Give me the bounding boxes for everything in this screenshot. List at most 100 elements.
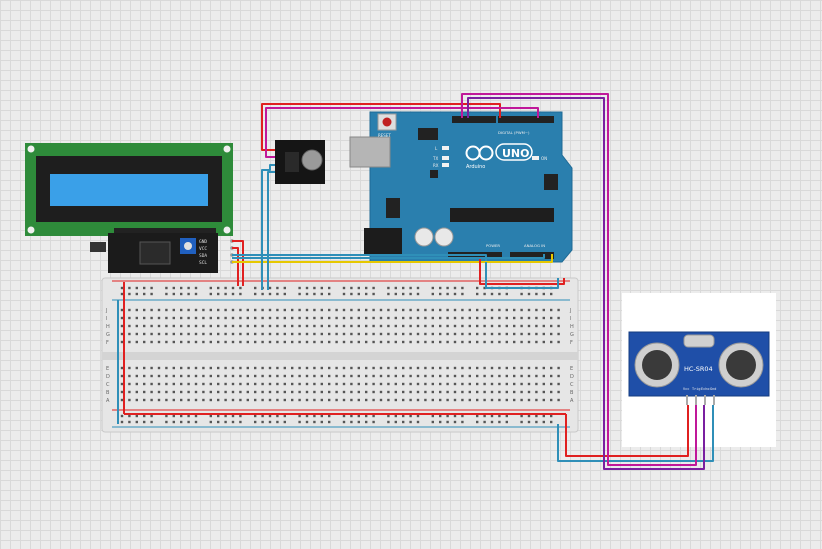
breadboard-hole[interactable] <box>217 316 220 320</box>
breadboard-hole[interactable] <box>120 382 124 386</box>
breadboard-hole[interactable] <box>468 390 471 394</box>
breadboard-hole[interactable] <box>165 308 168 312</box>
breadboard-hole[interactable] <box>431 286 434 290</box>
breadboard-hole[interactable] <box>409 324 412 328</box>
breadboard-hole[interactable] <box>231 382 235 386</box>
breadboard-hole[interactable] <box>431 420 434 424</box>
breadboard-hole[interactable] <box>276 366 279 370</box>
breadboard-hole[interactable] <box>424 316 427 320</box>
breadboard-hole[interactable] <box>513 398 516 402</box>
breadboard-hole[interactable] <box>550 414 553 418</box>
ultrasonic-sensor[interactable]: HC-SR04 Vcc Trig Echo Gnd <box>622 293 776 447</box>
breadboard-hole[interactable] <box>246 316 249 320</box>
breadboard-hole[interactable] <box>276 340 279 344</box>
breadboard-hole[interactable] <box>453 292 457 296</box>
breadboard-hole[interactable] <box>446 308 449 312</box>
breadboard-hole[interactable] <box>550 324 553 328</box>
breadboard-hole[interactable] <box>402 340 405 344</box>
breadboard-hole[interactable] <box>535 292 538 296</box>
breadboard-hole[interactable] <box>350 324 353 328</box>
breadboard-hole[interactable] <box>328 366 331 370</box>
breadboard-hole[interactable] <box>239 340 242 344</box>
breadboard-hole[interactable] <box>550 390 553 394</box>
breadboard-hole[interactable] <box>320 382 323 386</box>
breadboard-hole[interactable] <box>246 398 249 402</box>
breadboard-hole[interactable] <box>202 374 205 378</box>
breadboard-hole[interactable] <box>328 398 331 402</box>
breadboard-hole[interactable] <box>439 390 442 394</box>
breadboard-hole[interactable] <box>217 332 220 336</box>
breadboard-hole[interactable] <box>498 308 501 312</box>
wire-ultrasonic-vcc[interactable] <box>565 405 689 457</box>
breadboard-hole[interactable] <box>231 316 235 320</box>
breadboard-hole[interactable] <box>165 286 168 290</box>
breadboard-hole[interactable] <box>535 398 538 402</box>
breadboard-hole[interactable] <box>239 292 242 296</box>
breadboard-hole[interactable] <box>291 308 294 312</box>
breadboard-hole[interactable] <box>513 374 516 378</box>
breadboard-hole[interactable] <box>268 398 272 402</box>
breadboard-hole[interactable] <box>150 366 153 370</box>
breadboard-hole[interactable] <box>402 308 405 312</box>
breadboard-hole[interactable] <box>246 366 249 370</box>
breadboard-hole[interactable] <box>261 420 264 424</box>
breadboard-hole[interactable] <box>431 292 434 296</box>
breadboard-hole[interactable] <box>439 332 442 336</box>
breadboard-hole[interactable] <box>209 316 212 320</box>
breadboard-hole[interactable] <box>498 316 501 320</box>
breadboard-hole[interactable] <box>357 332 360 336</box>
breadboard-hole[interactable] <box>128 366 131 370</box>
breadboard-hole[interactable] <box>128 292 131 296</box>
breadboard-hole[interactable] <box>217 308 220 312</box>
breadboard-hole[interactable] <box>157 366 161 370</box>
breadboard-hole[interactable] <box>476 332 479 336</box>
breadboard-hole[interactable] <box>446 382 449 386</box>
breadboard-hole[interactable] <box>209 366 212 370</box>
breadboard-hole[interactable] <box>535 308 538 312</box>
breadboard-hole[interactable] <box>490 308 494 312</box>
breadboard-hole[interactable] <box>335 308 338 312</box>
breadboard-hole[interactable] <box>498 398 501 402</box>
breadboard-hole[interactable] <box>254 286 257 290</box>
breadboard-hole[interactable] <box>313 374 316 378</box>
breadboard-hole[interactable] <box>217 324 220 328</box>
breadboard-hole[interactable] <box>261 374 264 378</box>
breadboard-hole[interactable] <box>468 366 471 370</box>
breadboard-hole[interactable] <box>135 414 138 418</box>
breadboard-hole[interactable] <box>128 340 131 344</box>
breadboard-hole[interactable] <box>357 286 360 290</box>
breadboard-hole[interactable] <box>461 324 464 328</box>
breadboard-hole[interactable] <box>298 292 301 296</box>
wire-ultrasonic-echo[interactable] <box>467 97 705 470</box>
breadboard-hole[interactable] <box>468 382 471 386</box>
breadboard-hole[interactable] <box>557 324 560 328</box>
breadboard-hole[interactable] <box>239 324 242 328</box>
breadboard-hole[interactable] <box>320 316 323 320</box>
breadboard-hole[interactable] <box>490 292 494 296</box>
breadboard-hole[interactable] <box>394 374 397 378</box>
breadboard-hole[interactable] <box>224 292 227 296</box>
breadboard-hole[interactable] <box>246 340 249 344</box>
breadboard-hole[interactable] <box>550 420 553 424</box>
breadboard-hole[interactable] <box>379 332 383 336</box>
breadboard-hole[interactable] <box>542 308 545 312</box>
breadboard-hole[interactable] <box>490 420 494 424</box>
wire-lcd-sda[interactable] <box>232 254 487 262</box>
breadboard-hole[interactable] <box>157 324 161 328</box>
breadboard-hole[interactable] <box>439 308 442 312</box>
breadboard-hole[interactable] <box>527 316 531 320</box>
breadboard-hole[interactable] <box>365 286 368 290</box>
breadboard-hole[interactable] <box>402 286 405 290</box>
breadboard-hole[interactable] <box>431 324 434 328</box>
breadboard-hole[interactable] <box>313 398 316 402</box>
breadboard-hole[interactable] <box>298 398 301 402</box>
breadboard-hole[interactable] <box>387 332 390 336</box>
breadboard-hole[interactable] <box>527 374 531 378</box>
breadboard-hole[interactable] <box>194 382 198 386</box>
breadboard-hole[interactable] <box>298 340 301 344</box>
breadboard-hole[interactable] <box>246 324 249 328</box>
breadboard-hole[interactable] <box>298 374 301 378</box>
breadboard-hole[interactable] <box>498 324 501 328</box>
breadboard-hole[interactable] <box>194 308 198 312</box>
